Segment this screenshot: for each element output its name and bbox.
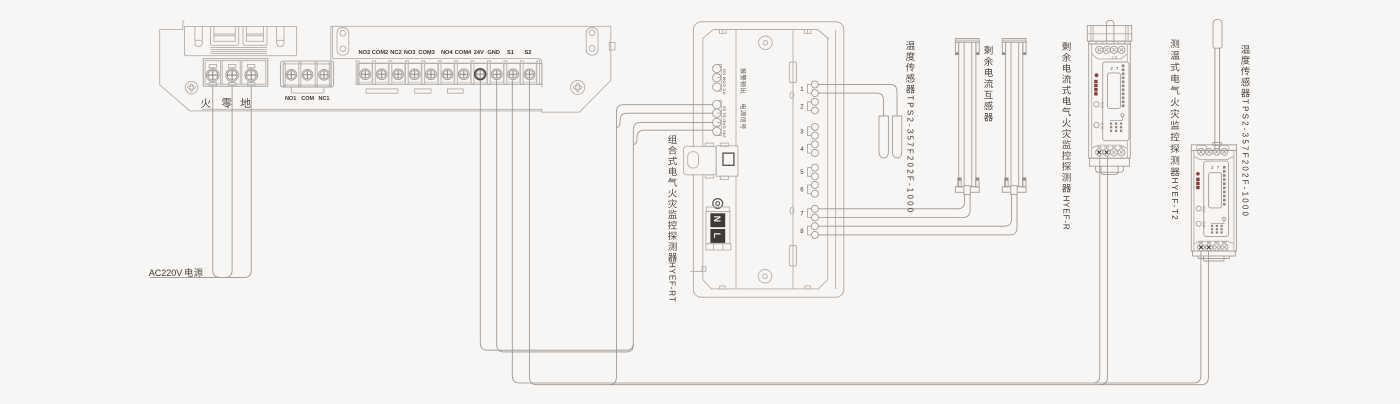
svg-text:COM3: COM3	[418, 50, 434, 56]
svg-text:7: 7	[1217, 165, 1220, 170]
svg-text:3: 3	[800, 129, 804, 135]
svg-text:COM4: COM4	[455, 50, 472, 56]
svg-text:NC1: NC1	[318, 96, 329, 102]
svg-text:NO2: NO2	[359, 50, 371, 56]
svg-text:NC COM NO: NC COM NO	[722, 68, 727, 94]
svg-text:AC220V: AC220V	[149, 268, 183, 278]
svg-text:1: 1	[800, 87, 804, 93]
svg-text:S1: S1	[507, 50, 514, 56]
svg-text:TPS2-357F202F-1000: TPS2-357F202F-1000	[1241, 99, 1250, 218]
svg-text:6: 6	[800, 188, 804, 194]
svg-text:HYEF-R: HYEF-R	[1062, 196, 1071, 231]
svg-text:S2: S2	[525, 50, 532, 56]
svg-text:7: 7	[1116, 66, 1119, 71]
svg-text:GND: GND	[487, 50, 500, 56]
svg-text:2: 2	[1211, 165, 1214, 170]
svg-text:NO3: NO3	[404, 50, 416, 56]
svg-text:8: 8	[800, 229, 804, 235]
svg-text:NO1: NO1	[285, 96, 296, 102]
svg-text:24V: 24V	[474, 50, 484, 56]
svg-text:2: 2	[1110, 66, 1113, 71]
svg-text:7: 7	[800, 211, 804, 217]
svg-text:NO4: NO4	[441, 50, 454, 56]
svg-text:4: 4	[800, 147, 804, 153]
svg-text:L: L	[712, 233, 722, 239]
svg-text:TPS2-357F202F-1000: TPS2-357F202F-1000	[906, 95, 915, 214]
svg-text:N: N	[712, 216, 722, 223]
svg-text:NC2: NC2	[390, 50, 401, 56]
svg-text:2 6: 2 6	[1112, 54, 1118, 59]
svg-text:COM: COM	[301, 96, 314, 102]
svg-text:HYEF-RT: HYEF-RT	[668, 262, 677, 302]
svg-text:2: 2	[800, 104, 804, 110]
svg-text:COM2: COM2	[372, 50, 388, 56]
svg-text:5: 5	[800, 170, 804, 176]
svg-text:24V GND S1 S2: 24V GND S1 S2	[722, 105, 727, 137]
svg-text:HYEF-T2: HYEF-T2	[1170, 178, 1179, 222]
